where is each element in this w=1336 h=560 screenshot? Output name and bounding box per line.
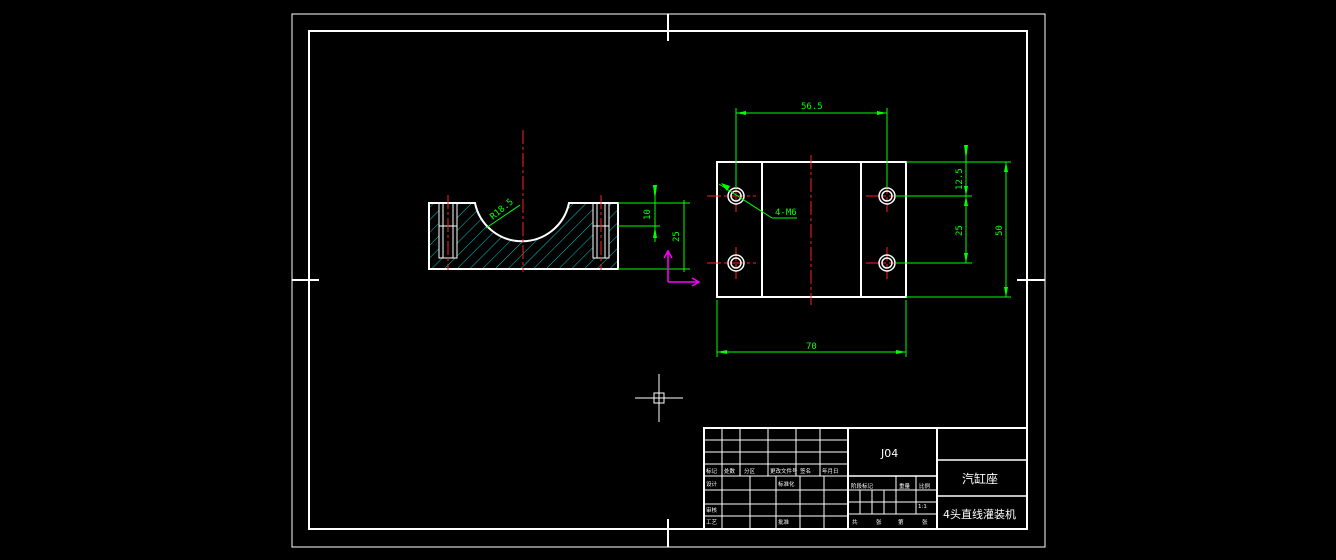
- tb-stage-mark: 阶段标记: [851, 482, 874, 490]
- tb-total: 共: [852, 518, 858, 526]
- title-block: [703, 427, 1028, 530]
- drawing-number: J04: [880, 447, 898, 460]
- part-name: 汽缸座: [962, 471, 998, 486]
- crosshair-cursor: [635, 374, 683, 422]
- tb-scale-label: 比例: [919, 482, 931, 490]
- sheet-border: [291, 13, 1046, 548]
- dim-right-upper-label: 12.5: [955, 168, 965, 190]
- tb-approve: 批准: [778, 518, 790, 526]
- tb-process: 工艺: [706, 519, 718, 526]
- dim-height-label: 25: [672, 231, 682, 242]
- tb-scale-value: 1:1: [918, 504, 927, 510]
- dim-right-total-label: 50: [995, 225, 1005, 236]
- tb-design: 设计: [706, 480, 718, 488]
- hole-bottom-left: [727, 254, 745, 272]
- section-hatch: [429, 203, 618, 269]
- dim-top-label: 56.5: [801, 102, 823, 112]
- title-block-text: 标记 处数 分区 更改文件号 签名 年月日 设计 标准化 审核 工艺 批准 阶段…: [706, 447, 1016, 526]
- assembly-name: 4头直线灌装机: [943, 507, 1016, 521]
- tb-header-date: 年月日: [822, 467, 839, 475]
- section-outline: [428, 202, 619, 270]
- tb-sheets-b: 张: [922, 518, 928, 526]
- tb-header-zone: 分区: [744, 467, 756, 475]
- tb-header-mark: 标记: [706, 467, 718, 475]
- dim-radius-label: R18.5: [489, 197, 516, 222]
- dim-width-label: 70: [806, 342, 817, 352]
- tb-standard: 标准化: [778, 480, 795, 488]
- dim-right-lower-label: 25: [955, 225, 965, 236]
- ucs-icon: [663, 249, 701, 287]
- tb-sheets-a: 张: [876, 518, 882, 526]
- tb-header-count: 处数: [724, 467, 736, 475]
- hole-callout-label: 4-M6: [775, 208, 797, 218]
- tb-header-sign: 签名: [800, 467, 811, 475]
- tb-weight: 重量: [899, 482, 911, 490]
- section-view[interactable]: R18.5 10 25: [428, 130, 701, 287]
- dim-depth-label: 10: [643, 209, 653, 220]
- top-view[interactable]: 4-M6 56.5 70: [707, 102, 1011, 357]
- tb-review: 审核: [706, 506, 718, 514]
- tb-number: 第: [898, 518, 904, 526]
- tb-header-change-doc: 更改文件号: [770, 467, 798, 475]
